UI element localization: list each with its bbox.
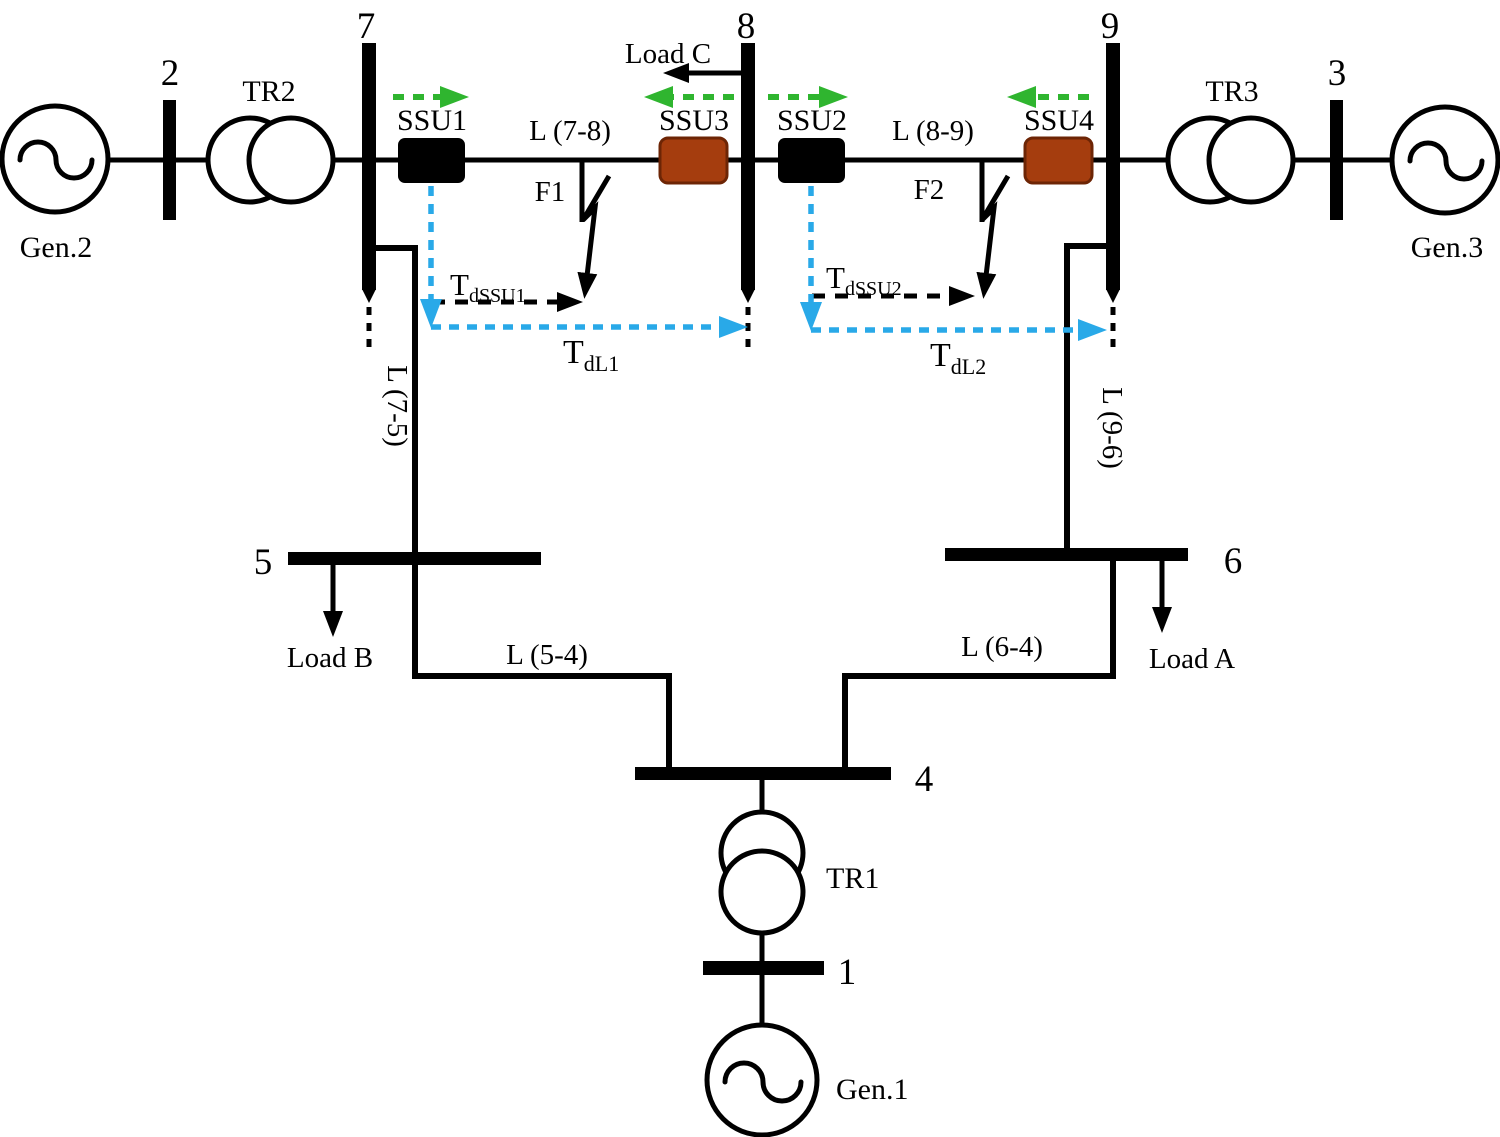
bus-3-label: 3: [1328, 53, 1347, 94]
ssu1-label: SSU1: [397, 104, 467, 137]
transformer-tr3: [1165, 115, 1296, 205]
ssu4-box: [1023, 136, 1094, 185]
tdl1-label: TdL1: [563, 334, 619, 376]
line-9-6-path: [1064, 243, 1106, 548]
tdssu1-label-sub: dSSU1: [469, 285, 526, 307]
load-labels: Load C Load B Load A: [287, 38, 1235, 675]
ssu4-label: SSU4: [1024, 104, 1094, 137]
load-b-label: Load B: [287, 642, 373, 674]
tr3-winding-2: [1206, 115, 1296, 205]
tr1-label: TR1: [826, 862, 879, 895]
bus-number-labels: 7 8 9 2 3 5 6 4 1: [161, 6, 1347, 993]
bus-9-bar: [1106, 43, 1120, 290]
bus-1-label: 1: [838, 952, 857, 993]
bus-6-label: 6: [1224, 541, 1243, 582]
line-7-5-label: L (7-5): [381, 365, 413, 447]
ssu3-label: SSU3: [659, 104, 729, 137]
tdl1-label-sub: dL1: [584, 351, 619, 376]
load-a-label: Load A: [1149, 643, 1235, 675]
bus-3-bar: [1330, 100, 1343, 220]
fault-f2-label: F2: [914, 174, 945, 206]
gen2-sine-icon: [17, 139, 95, 181]
bus-7-bar: [362, 43, 376, 290]
fault-f2: [976, 160, 1011, 299]
tdssu2-label-sub: dSSU2: [845, 278, 902, 300]
line-6-4-label: L (6-4): [961, 631, 1043, 663]
bus-9-bar-tip: [1106, 289, 1120, 303]
bus-7-label: 7: [357, 6, 376, 47]
generator-gen3: [1389, 104, 1500, 216]
component-labels: Gen.2 Gen.3 Gen.1 TR2 TR3 TR1 SSU1 SSU3 …: [20, 75, 1483, 1106]
bus-1-bar: [703, 961, 824, 975]
bus-5-label: 5: [254, 542, 273, 583]
line-7-5-path: [376, 245, 418, 552]
tr2-label: TR2: [242, 75, 295, 108]
gen1-sine-icon: [722, 1060, 804, 1104]
tr3-label: TR3: [1205, 75, 1258, 108]
fault-f1: [577, 160, 612, 299]
bus-5-bar: [288, 552, 541, 565]
ssu2-box: [778, 138, 845, 183]
generator-gen1: [704, 1022, 820, 1137]
load-c-label: Load C: [625, 38, 711, 70]
gen3-sine-icon: [1407, 140, 1485, 182]
transformer-tr1: [718, 809, 806, 936]
bus-8-label: 8: [737, 6, 756, 47]
bus-4-bar: [635, 767, 891, 780]
tdssu2-label: TdSSU2: [826, 260, 902, 300]
line-5-4-path: [412, 565, 672, 767]
tr1-winding-2: [718, 848, 806, 936]
bus-2-label: 2: [161, 53, 180, 94]
fault-f2-lightning-arrow: [976, 174, 1011, 299]
ssu1-box: [398, 138, 465, 183]
bus-8-bar: [741, 43, 755, 290]
line-5-4-label: L (5-4): [506, 639, 588, 671]
generator-gen2: [0, 103, 111, 215]
tdl2-label: TdL2: [930, 337, 986, 379]
tdssu1-label-main: T: [450, 267, 469, 302]
tdl1-label-main: T: [563, 334, 584, 371]
bus-6-bar: [945, 548, 1188, 561]
fault-f1-label: F1: [535, 176, 566, 208]
tr2-winding-2: [246, 115, 336, 205]
line-labels: L (7-8) L (8-9) L (7-5) L (9-6) L (5-4) …: [381, 115, 1128, 671]
tdssu1-label: TdSSU1: [450, 267, 526, 307]
tdssu2-label-main: T: [826, 260, 845, 295]
timer-labels: TdSSU1 TdSSU2 TdL1 TdL2: [450, 260, 986, 379]
bus-8-bar-tip: [741, 289, 755, 303]
bus-7-bar-tip: [362, 289, 376, 303]
ssu2-label: SSU2: [777, 104, 847, 137]
line-9-6-label: L (9-6): [1096, 387, 1128, 469]
bus-2-bar: [163, 100, 176, 220]
gen3-label: Gen.3: [1411, 231, 1483, 264]
line-6-4-path: [842, 561, 1116, 767]
fault-f1-lightning-arrow: [577, 174, 612, 299]
ssu3-box: [658, 136, 729, 185]
fault-labels: F1 F2: [535, 174, 945, 208]
bus-bars: [163, 43, 1343, 975]
bus-9-label: 9: [1101, 6, 1120, 47]
transformer-tr2: [205, 115, 336, 205]
bus-4-label: 4: [915, 759, 934, 800]
gen1-label: Gen.1: [836, 1073, 908, 1106]
line-8-9-label: L (8-9): [892, 115, 974, 147]
tdl2-label-main: T: [930, 337, 951, 374]
gen2-label: Gen.2: [20, 231, 92, 264]
tdl2-label-sub: dL2: [951, 354, 986, 379]
line-7-8-label: L (7-8): [529, 115, 611, 147]
